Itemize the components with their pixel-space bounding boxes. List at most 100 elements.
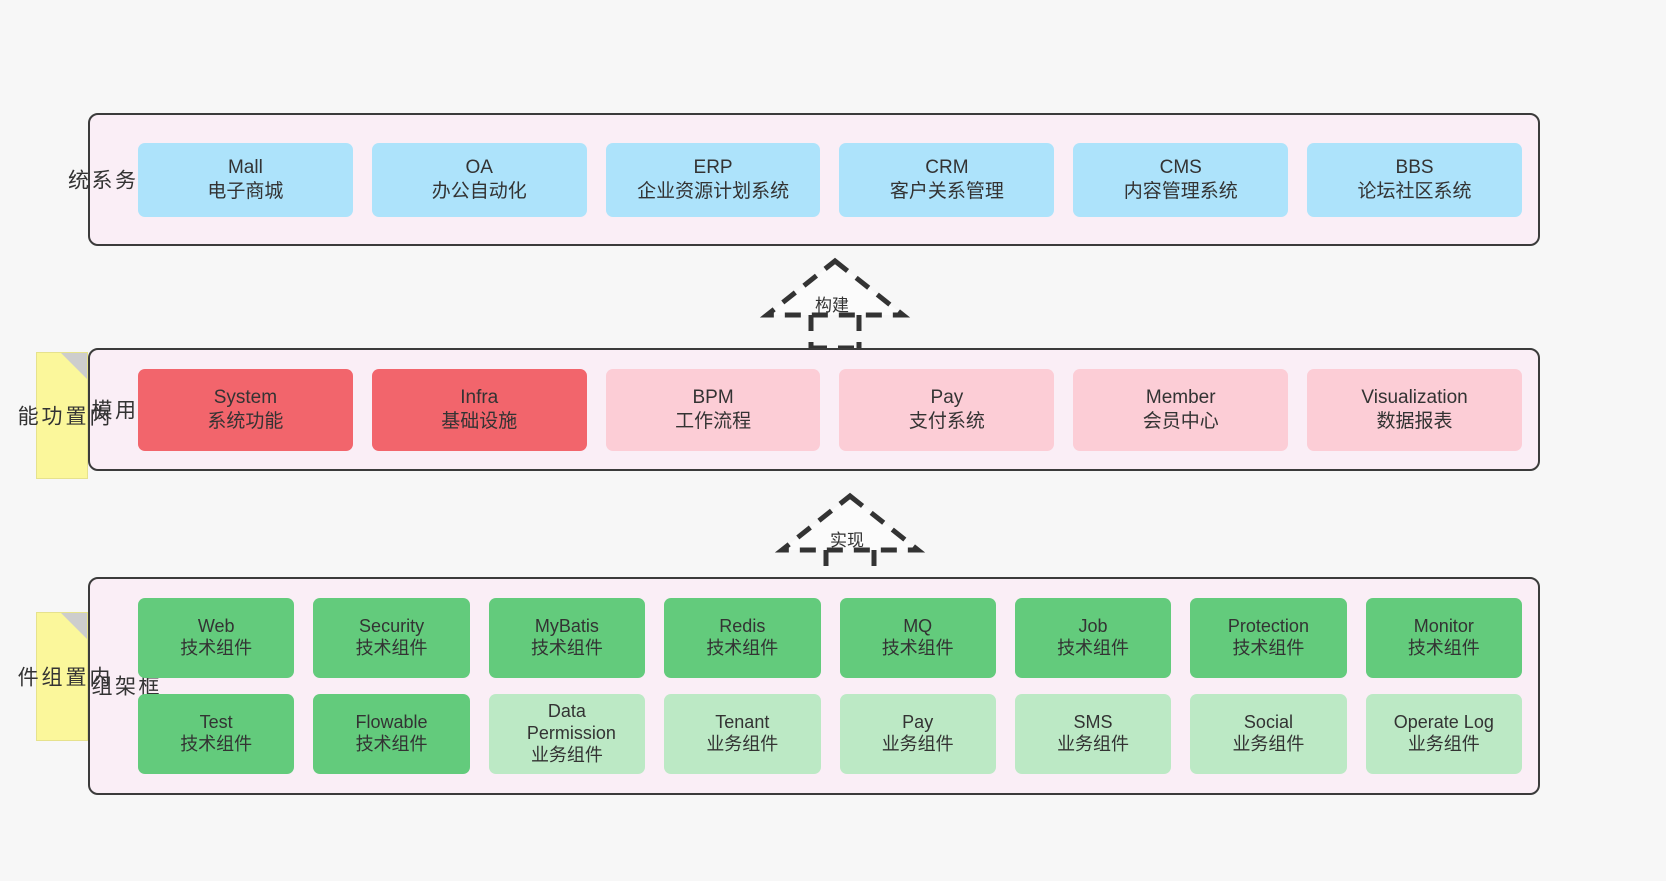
framework-box-flowable-en: Flowable xyxy=(355,712,428,733)
framework-box-flowable-cn: 技术组件 xyxy=(355,734,428,754)
module-box-bpm-en: BPM xyxy=(692,387,734,409)
framework-box-web-cn: 技术组件 xyxy=(180,638,253,658)
framework-box-protection-cn: 技术组件 xyxy=(1232,638,1305,658)
module-row: System 系统功能 Infra 基础设施 BPM 工作流程 Pay 支付系统… xyxy=(138,368,1522,451)
framework-box-operate-log-en: Operate Log xyxy=(1393,712,1494,733)
framework-box-security[interactable]: Security 技术组件 xyxy=(313,598,470,678)
framework-box-mybatis-en: MyBatis xyxy=(534,616,599,637)
framework-box-redis[interactable]: Redis 技术组件 xyxy=(664,598,821,678)
framework-box-mq-cn: 技术组件 xyxy=(881,638,954,658)
module-box-infra-cn: 基础设施 xyxy=(441,410,518,432)
framework-box-monitor[interactable]: Monitor 技术组件 xyxy=(1365,598,1522,678)
module-box-infra-en: Infra xyxy=(460,387,499,409)
business-box-erp-en: ERP xyxy=(693,157,733,179)
framework-box-job-en: Job xyxy=(1078,616,1108,637)
module-box-bpm[interactable]: BPM 工作流程 xyxy=(605,368,821,451)
framework-box-mybatis-cn: 技术组件 xyxy=(530,638,603,658)
layer-framework-components-body: Web 技术组件 Security 技术组件 MyBatis 技术组件 Redi… xyxy=(134,579,1538,793)
module-box-pay-cn: 支付系统 xyxy=(908,410,985,432)
business-box-mall-cn: 电子商城 xyxy=(207,180,284,202)
framework-box-web[interactable]: Web 技术组件 xyxy=(138,598,295,678)
framework-box-sms-en: SMS xyxy=(1073,712,1113,733)
layer-business-systems-body: Mall 电子商城 OA 办公自动化 ERP 企业资源计划系统 CRM 客户关系… xyxy=(134,115,1538,244)
framework-box-sms[interactable]: SMS 业务组件 xyxy=(1014,694,1172,774)
business-box-cms-en: CMS xyxy=(1159,157,1202,179)
arrow-build: 构建 xyxy=(755,253,915,351)
framework-box-protection-en: Protection xyxy=(1227,616,1309,637)
framework-box-social-cn: 业务组件 xyxy=(1232,734,1305,754)
framework-box-data-permission-cn: 业务组件 xyxy=(530,744,603,765)
framework-box-mybatis[interactable]: MyBatis 技术组件 xyxy=(488,598,646,678)
module-box-member-cn: 会员中心 xyxy=(1142,410,1219,432)
framework-box-operate-log[interactable]: Operate Log 业务组件 xyxy=(1365,694,1522,774)
note-builtin-component-text: 内 置 组 件 xyxy=(15,665,110,688)
framework-box-redis-en: Redis xyxy=(719,616,766,637)
framework-box-social[interactable]: Social 业务组件 xyxy=(1190,694,1347,774)
business-box-mall[interactable]: Mall 电子商城 xyxy=(138,142,353,217)
framework-box-monitor-cn: 技术组件 xyxy=(1407,638,1480,658)
framework-box-job-cn: 技术组件 xyxy=(1057,638,1130,658)
module-box-pay-en: Pay xyxy=(930,387,964,409)
framework-box-pay-cn: 业务组件 xyxy=(881,734,954,754)
business-box-erp-cn: 企业资源计划系统 xyxy=(637,180,790,202)
framework-box-mq-en: MQ xyxy=(903,616,933,637)
module-box-system[interactable]: System 系统功能 xyxy=(138,368,353,451)
framework-box-tenant-cn: 业务组件 xyxy=(706,734,779,754)
framework-box-data-permission[interactable]: Data Permission 业务组件 xyxy=(488,694,646,774)
framework-box-pay-en: Pay xyxy=(902,712,934,733)
framework-box-social-en: Social xyxy=(1243,712,1293,733)
framework-box-redis-cn: 技术组件 xyxy=(706,638,779,658)
module-box-system-en: System xyxy=(213,387,278,409)
module-box-member[interactable]: Member 会员中心 xyxy=(1073,368,1289,451)
business-box-cms[interactable]: CMS 内容管理系统 xyxy=(1073,142,1289,217)
module-box-visualization-cn: 数据报表 xyxy=(1376,410,1453,432)
layer-business-systems-title: 业 务 系 统 xyxy=(65,168,159,191)
business-box-erp[interactable]: ERP 企业资源计划系统 xyxy=(605,142,821,217)
module-box-system-cn: 系统功能 xyxy=(207,410,284,432)
framework-box-security-cn: 技术组件 xyxy=(355,638,428,658)
business-box-bbs[interactable]: BBS 论坛社区系统 xyxy=(1307,142,1522,217)
framework-box-operate-log-cn: 业务组件 xyxy=(1407,734,1480,754)
business-box-oa-cn: 办公自动化 xyxy=(431,180,527,202)
framework-box-pay[interactable]: Pay 业务组件 xyxy=(839,694,996,774)
framework-box-test-en: Test xyxy=(199,712,233,733)
framework-box-web-en: Web xyxy=(197,616,235,637)
module-box-pay[interactable]: Pay 支付系统 xyxy=(839,368,1055,451)
module-box-bpm-cn: 工作流程 xyxy=(675,410,752,432)
business-box-crm[interactable]: CRM 客户关系管理 xyxy=(839,142,1055,217)
module-box-member-en: Member xyxy=(1145,387,1216,409)
framework-box-flowable[interactable]: Flowable 技术组件 xyxy=(313,694,470,774)
business-box-crm-cn: 客户关系管理 xyxy=(889,180,1004,202)
framework-box-protection[interactable]: Protection 技术组件 xyxy=(1190,598,1347,678)
page-fold-icon xyxy=(61,613,87,639)
module-box-infra[interactable]: Infra 基础设施 xyxy=(371,368,587,451)
business-box-bbs-cn: 论坛社区系统 xyxy=(1357,180,1472,202)
framework-box-sms-cn: 业务组件 xyxy=(1057,734,1130,754)
business-box-mall-en: Mall xyxy=(227,157,263,179)
module-box-visualization-en: Visualization xyxy=(1361,387,1468,409)
framework-box-tenant-en: Tenant xyxy=(715,712,770,733)
business-box-oa[interactable]: OA 办公自动化 xyxy=(371,142,587,217)
note-builtin-feature-text: 内 置 功 能 xyxy=(15,404,110,427)
framework-box-monitor-en: Monitor xyxy=(1413,616,1474,637)
arrow-build-label: 构建 xyxy=(815,296,849,315)
note-builtin-feature: 内 置 功 能 xyxy=(15,352,110,479)
framework-box-mq[interactable]: MQ 技术组件 xyxy=(839,598,996,678)
framework-row-biz: Test 技术组件 Flowable 技术组件 Data Permission … xyxy=(138,694,1522,774)
framework-box-job[interactable]: Job 技术组件 xyxy=(1014,598,1172,678)
business-box-oa-en: OA xyxy=(465,157,493,179)
module-box-visualization[interactable]: Visualization 数据报表 xyxy=(1307,368,1522,451)
framework-box-tenant[interactable]: Tenant 业务组件 xyxy=(664,694,821,774)
page-fold-icon xyxy=(61,353,87,379)
framework-box-test[interactable]: Test 技术组件 xyxy=(138,694,295,774)
framework-box-security-en: Security xyxy=(359,616,425,637)
layer-common-modules: 通 用 模 块 System 系统功能 Infra 基础设施 BPM 工作流程 … xyxy=(65,348,1540,471)
layer-framework-components: 框 架 组 件 Web 技术组件 Security 技术组件 MyBatis 技… xyxy=(65,577,1540,795)
business-box-crm-en: CRM xyxy=(925,157,969,179)
arrow-implement-label: 实现 xyxy=(830,531,864,550)
note-builtin-component: 内 置 组 件 xyxy=(15,612,110,741)
framework-box-data-permission-en: Data Permission xyxy=(526,701,616,744)
business-box-bbs-en: BBS xyxy=(1395,157,1434,179)
business-box-cms-cn: 内容管理系统 xyxy=(1123,180,1238,202)
